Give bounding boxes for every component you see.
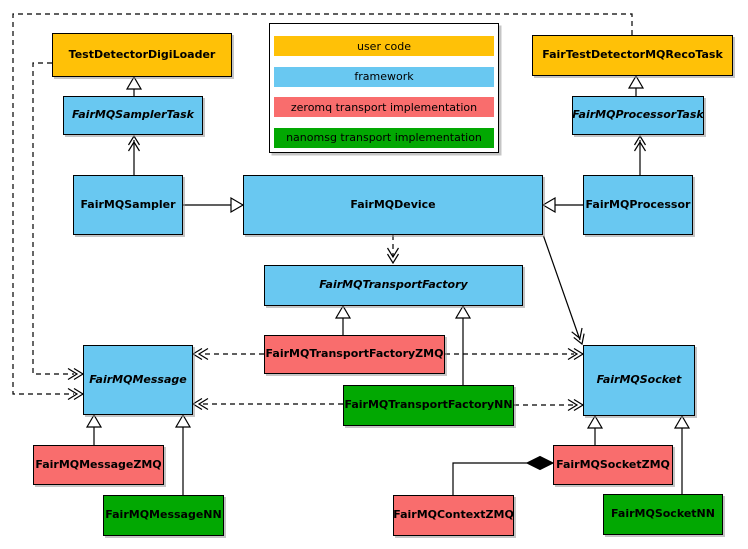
edge-sampler-to-device (183, 196, 245, 214)
edge-samplertask-to-digiloader (125, 75, 143, 96)
node-fairmq-socket-nn: FairMQSocketNN (603, 494, 723, 535)
edge-processor-to-processortask (633, 134, 647, 175)
legend-item-nanomsg: nanomsg transport implementation (274, 127, 494, 148)
node-fairmq-sampler-task: FairMQSamplerTask (63, 96, 203, 135)
edge-tfnn-to-message (191, 397, 343, 411)
edge-socketnn-to-socket (673, 414, 691, 494)
edge-messagezmq-to-message (85, 413, 103, 445)
node-fairmq-transport-factory: FairMQTransportFactory (264, 265, 523, 306)
edge-processor-to-device (541, 196, 583, 214)
legend-item-user-code: user code (274, 36, 494, 56)
legend-item-framework: framework (274, 66, 494, 87)
edge-device-to-transportfactory (386, 235, 400, 265)
edge-tfnn-to-socket (514, 398, 585, 412)
edge-messagenn-to-message (174, 413, 192, 495)
node-fairmq-message-zmq: FairMQMessageZMQ (33, 445, 164, 485)
edge-processortask-to-recotask (627, 74, 645, 96)
node-fairmq-processor: FairMQProcessor (583, 175, 693, 235)
edge-sampler-to-samplertask (127, 134, 141, 175)
node-test-detector-digi-loader: TestDetectorDigiLoader (52, 33, 232, 77)
edge-contextzmq-to-socketzmq (452, 455, 555, 495)
node-fairmq-message-nn: FairMQMessageNN (103, 495, 224, 536)
node-fairmq-transport-factory-zmq: FairMQTransportFactoryZMQ (264, 335, 445, 374)
edge-socketzmq-to-socket (586, 414, 604, 445)
node-fairmq-context-zmq: FairMQContextZMQ (393, 495, 514, 536)
edge-tfnn-to-transportfactory (454, 304, 472, 385)
node-fairmq-message: FairMQMessage (83, 345, 193, 415)
edge-tfzmq-to-message (191, 347, 264, 361)
node-fairmq-sampler: FairMQSampler (73, 175, 183, 235)
node-fairmq-socket: FairMQSocket (583, 345, 695, 416)
legend-item-zeromq: zeromq transport implementation (274, 97, 494, 117)
node-fairmq-socket-zmq: FairMQSocketZMQ (553, 445, 673, 485)
node-fairmq-device: FairMQDevice (243, 175, 543, 235)
edge-tfzmq-to-transportfactory (334, 304, 352, 335)
legend: user code framework zeromq transport imp… (269, 23, 499, 153)
node-fairmq-processor-task: FairMQProcessorTask (572, 96, 704, 135)
edge-tfzmq-to-socket (445, 347, 585, 361)
edge-device-to-socket (542, 235, 585, 346)
node-fair-test-detector-mq-reco-task: FairTestDetectorMQRecoTask (532, 35, 733, 76)
node-fairmq-transport-factory-nn: FairMQTransportFactoryNN (343, 385, 514, 426)
